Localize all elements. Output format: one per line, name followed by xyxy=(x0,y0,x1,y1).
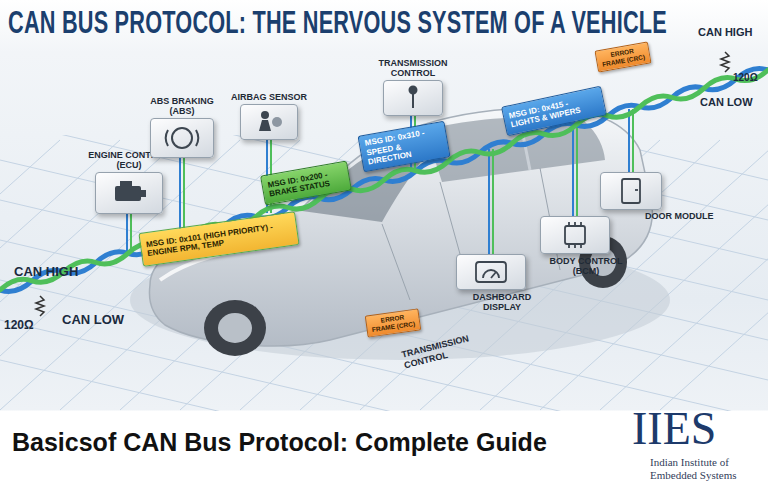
grid-line xyxy=(0,135,768,411)
diagram-title: CAN BUS PROTOCOL: THE NERVOUS SYSTEM OF … xyxy=(8,5,667,41)
diagram-caption: Basicsof CAN Bus Protocol: Complete Guid… xyxy=(12,428,547,457)
gauge-panel xyxy=(476,262,506,282)
engine-head xyxy=(120,181,132,186)
ecu-module-box: BODY CONTROL (BCM) xyxy=(540,216,610,254)
door-icon xyxy=(622,179,640,203)
bus-line-name: CAN HIGH xyxy=(14,264,78,279)
bus-line-name: CAN LOW xyxy=(62,312,124,327)
module-label: DASHBOARD DISPLAY xyxy=(457,292,547,312)
resistor-value: 120Ω xyxy=(4,318,34,332)
message-tag: MSG ID: 0x310 - SPEED & DIRECTION xyxy=(357,121,450,172)
message-text: MSG ID: 0x200 - BRAKE STATUS xyxy=(267,167,345,199)
person-head xyxy=(261,111,269,119)
logo-subtitle: Indian Institute of Embedded Systems xyxy=(650,456,754,482)
can-high-wire xyxy=(0,69,768,292)
abs-ring xyxy=(172,128,192,148)
module-label: ABS BRAKING (ABS) xyxy=(139,96,225,116)
gauge-icon xyxy=(476,262,506,282)
module-label: DOOR MODULE xyxy=(645,211,715,221)
floor-grid xyxy=(0,135,768,411)
module-label: BODY CONTROL (BCM) xyxy=(541,256,631,276)
engine-icon xyxy=(115,181,146,201)
can-bus-twisted-pair xyxy=(0,69,768,292)
abs-arc xyxy=(166,130,198,146)
can-low-wire xyxy=(0,70,768,290)
bus-line-name: CAN LOW xyxy=(700,96,753,108)
ecu-module-box: DASHBOARD DISPLAY xyxy=(456,254,526,290)
gear-stick-icon xyxy=(410,87,417,109)
ecu-module-box: TRANSMISSION CONTROL xyxy=(383,80,443,116)
person-body xyxy=(259,120,271,131)
ecu-module-box: ABS BRAKING (ABS) xyxy=(150,118,214,158)
engine-port xyxy=(141,190,146,197)
chip-icon xyxy=(565,222,585,248)
bus-line-name: CAN HIGH xyxy=(698,26,752,38)
message-tag: MSG ID: 0x101 (HIGH PRIORITY) - ENGINE R… xyxy=(138,211,299,267)
wheel-rim xyxy=(218,313,252,343)
gauge-arc xyxy=(483,270,499,278)
ecu-module-box: AIRBAG SENSOR xyxy=(240,104,298,140)
knob xyxy=(410,87,417,94)
message-text: MSG ID: 0x415 - LIGHTS & WIPERS xyxy=(508,92,600,129)
front-wheel xyxy=(204,300,266,356)
door-shape xyxy=(622,179,640,203)
chip-body xyxy=(565,226,585,244)
message-tag: MSG ID: 0x200 - BRAKE STATUS xyxy=(260,161,352,206)
message-tag: MSG ID: 0x415 - LIGHTS & WIPERS xyxy=(501,86,607,137)
error-frame-tag: ERROR FRAME (CRC) xyxy=(365,308,422,337)
gauge-needle xyxy=(491,272,496,278)
message-text: MSG ID: 0x101 (HIGH PRIORITY) - ENGINE R… xyxy=(145,219,292,258)
module-label: TRANSMISSION CONTROL xyxy=(372,58,454,78)
chip-pins xyxy=(569,222,581,248)
airbag-ball xyxy=(272,117,282,127)
message-text: MSG ID: 0x310 - SPEED & DIRECTION xyxy=(364,126,444,167)
door-handle xyxy=(635,189,638,191)
error-frame-tag: ERROR FRAME (CRC) xyxy=(595,41,652,72)
door-seam xyxy=(382,168,560,300)
resistor-value: 120Ω xyxy=(733,72,758,83)
stick xyxy=(412,92,414,108)
ecu-module-box: DOOR MODULE xyxy=(600,172,662,210)
error-text: ERROR FRAME (CRC) xyxy=(599,45,647,69)
resistor-symbol xyxy=(36,296,44,316)
error-text: ERROR FRAME (CRC) xyxy=(369,312,417,334)
logo-mark: IIES xyxy=(632,402,716,455)
engine-block xyxy=(115,186,141,201)
resistor-symbol xyxy=(721,52,729,72)
ecu-module-box: ENGINE CONTROL (ECU) xyxy=(95,172,163,214)
module-label: AIRBAG SENSOR xyxy=(229,92,309,102)
abs-icon xyxy=(166,128,198,148)
airbag-icon xyxy=(259,111,282,131)
